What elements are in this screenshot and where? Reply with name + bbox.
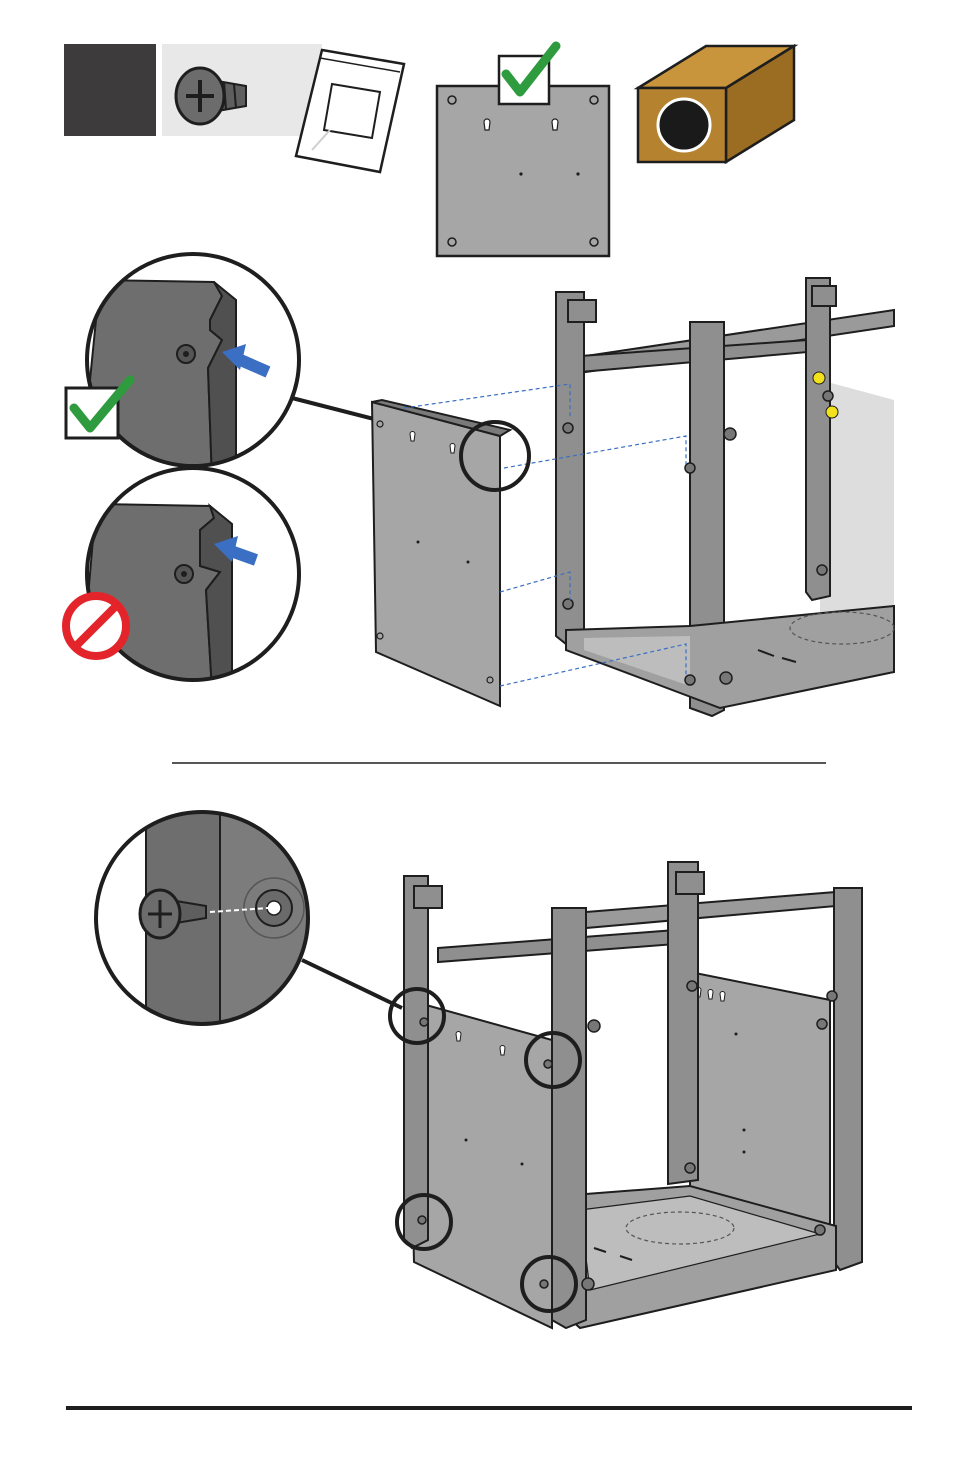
step-number-box bbox=[64, 44, 156, 136]
bottom-assembly-drawing bbox=[388, 861, 863, 1330]
callout-screw-insertion bbox=[94, 810, 403, 1026]
parts-bag-icon bbox=[294, 48, 406, 174]
prohibited-icon bbox=[62, 592, 130, 660]
screw-icon bbox=[174, 66, 247, 126]
side-panel-icon bbox=[435, 41, 611, 258]
check-mark-icon bbox=[69, 375, 135, 433]
callout-incorrect-hook bbox=[62, 466, 301, 682]
cardboard-box-icon bbox=[633, 43, 799, 165]
check-mark-icon bbox=[501, 41, 561, 97]
top-assembly-drawing bbox=[370, 277, 895, 718]
